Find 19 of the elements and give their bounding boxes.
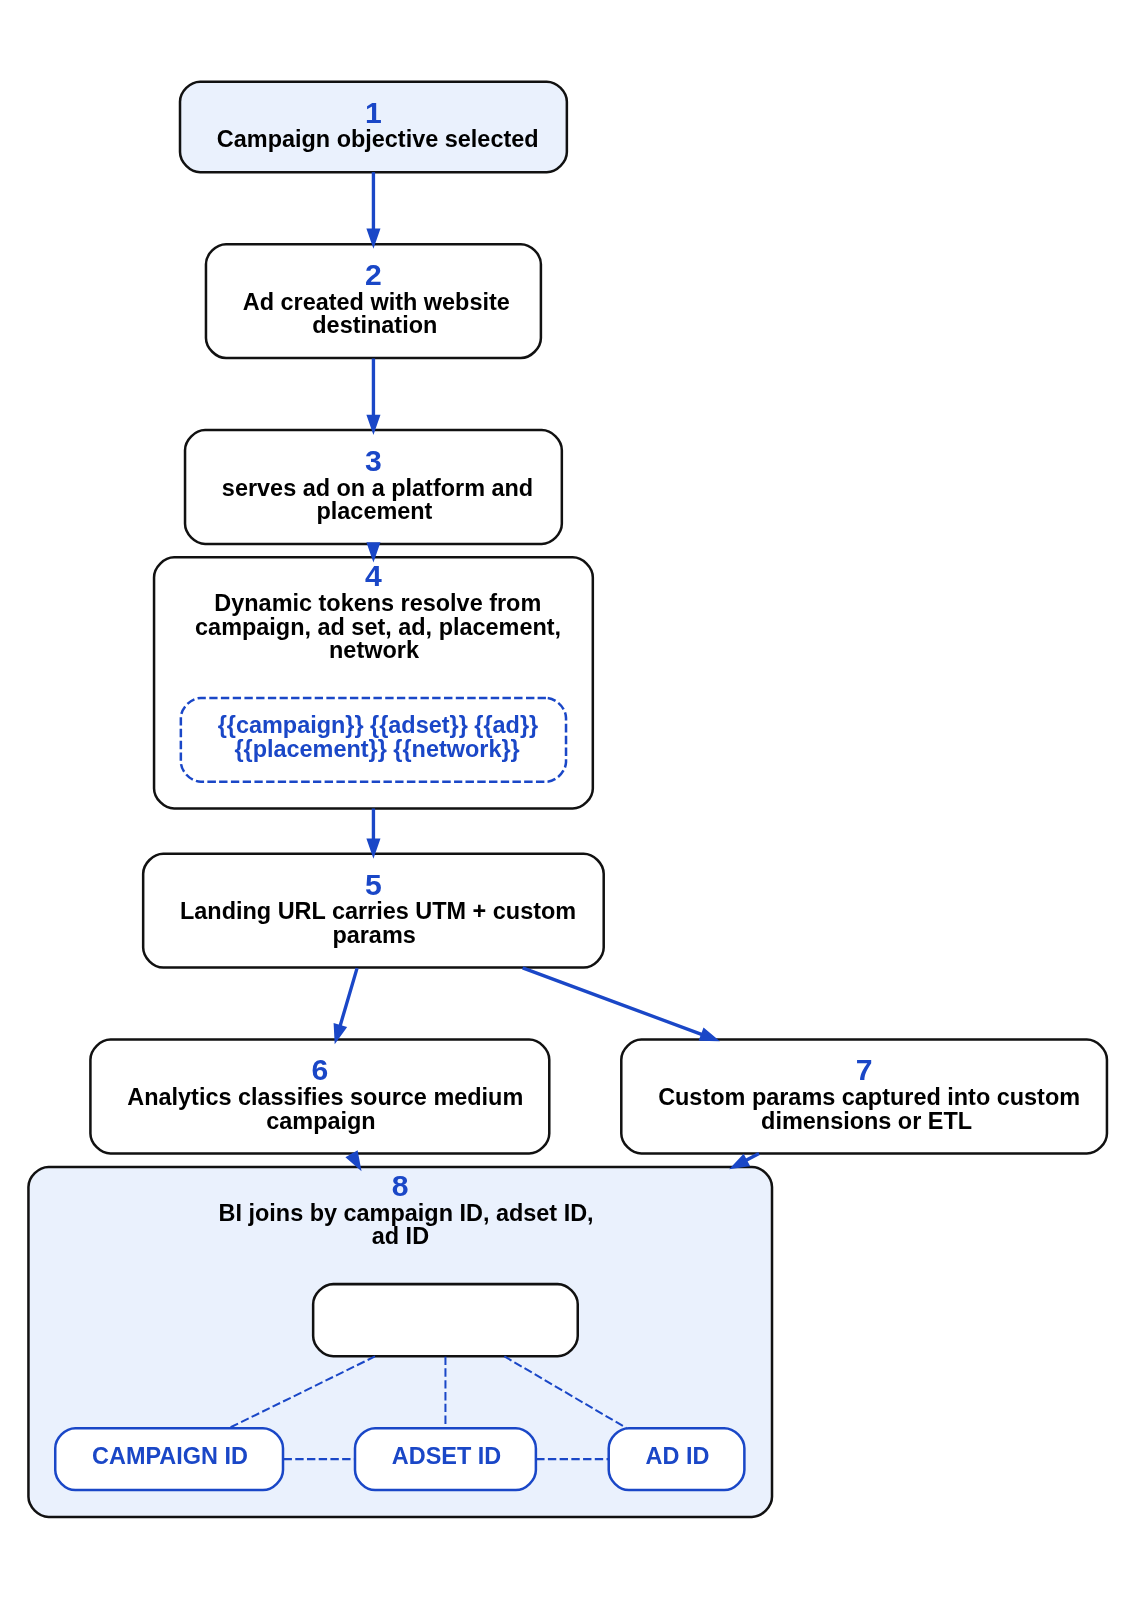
arrow (366, 172, 381, 249)
connector (536, 1458, 609, 1461)
connector (503, 1355, 627, 1429)
node-box: 1 Campaign objective selected (178, 80, 569, 174)
arrow (366, 808, 381, 859)
node-box: 2 Ad created with website destination (204, 242, 543, 360)
node-box: CAMPAIGN ID (54, 1426, 285, 1492)
connector (228, 1355, 376, 1429)
node-box: AD ID (607, 1426, 746, 1492)
node-box: ADSET ID (353, 1426, 538, 1492)
arrow (522, 966, 720, 1042)
arrow (333, 967, 359, 1045)
node-box: {{campaign}} {{adset}} {{ad}} {{placement}} {{network}} (179, 696, 568, 783)
node-box: 5 Landing URL carries UTM + custom params (141, 852, 605, 969)
node-box: 7 Custom params captured into custom dimensions or ETL (620, 1038, 1109, 1155)
arrow (366, 358, 381, 435)
node-box (311, 1282, 579, 1358)
arrow (729, 1152, 760, 1170)
connector (283, 1458, 355, 1461)
